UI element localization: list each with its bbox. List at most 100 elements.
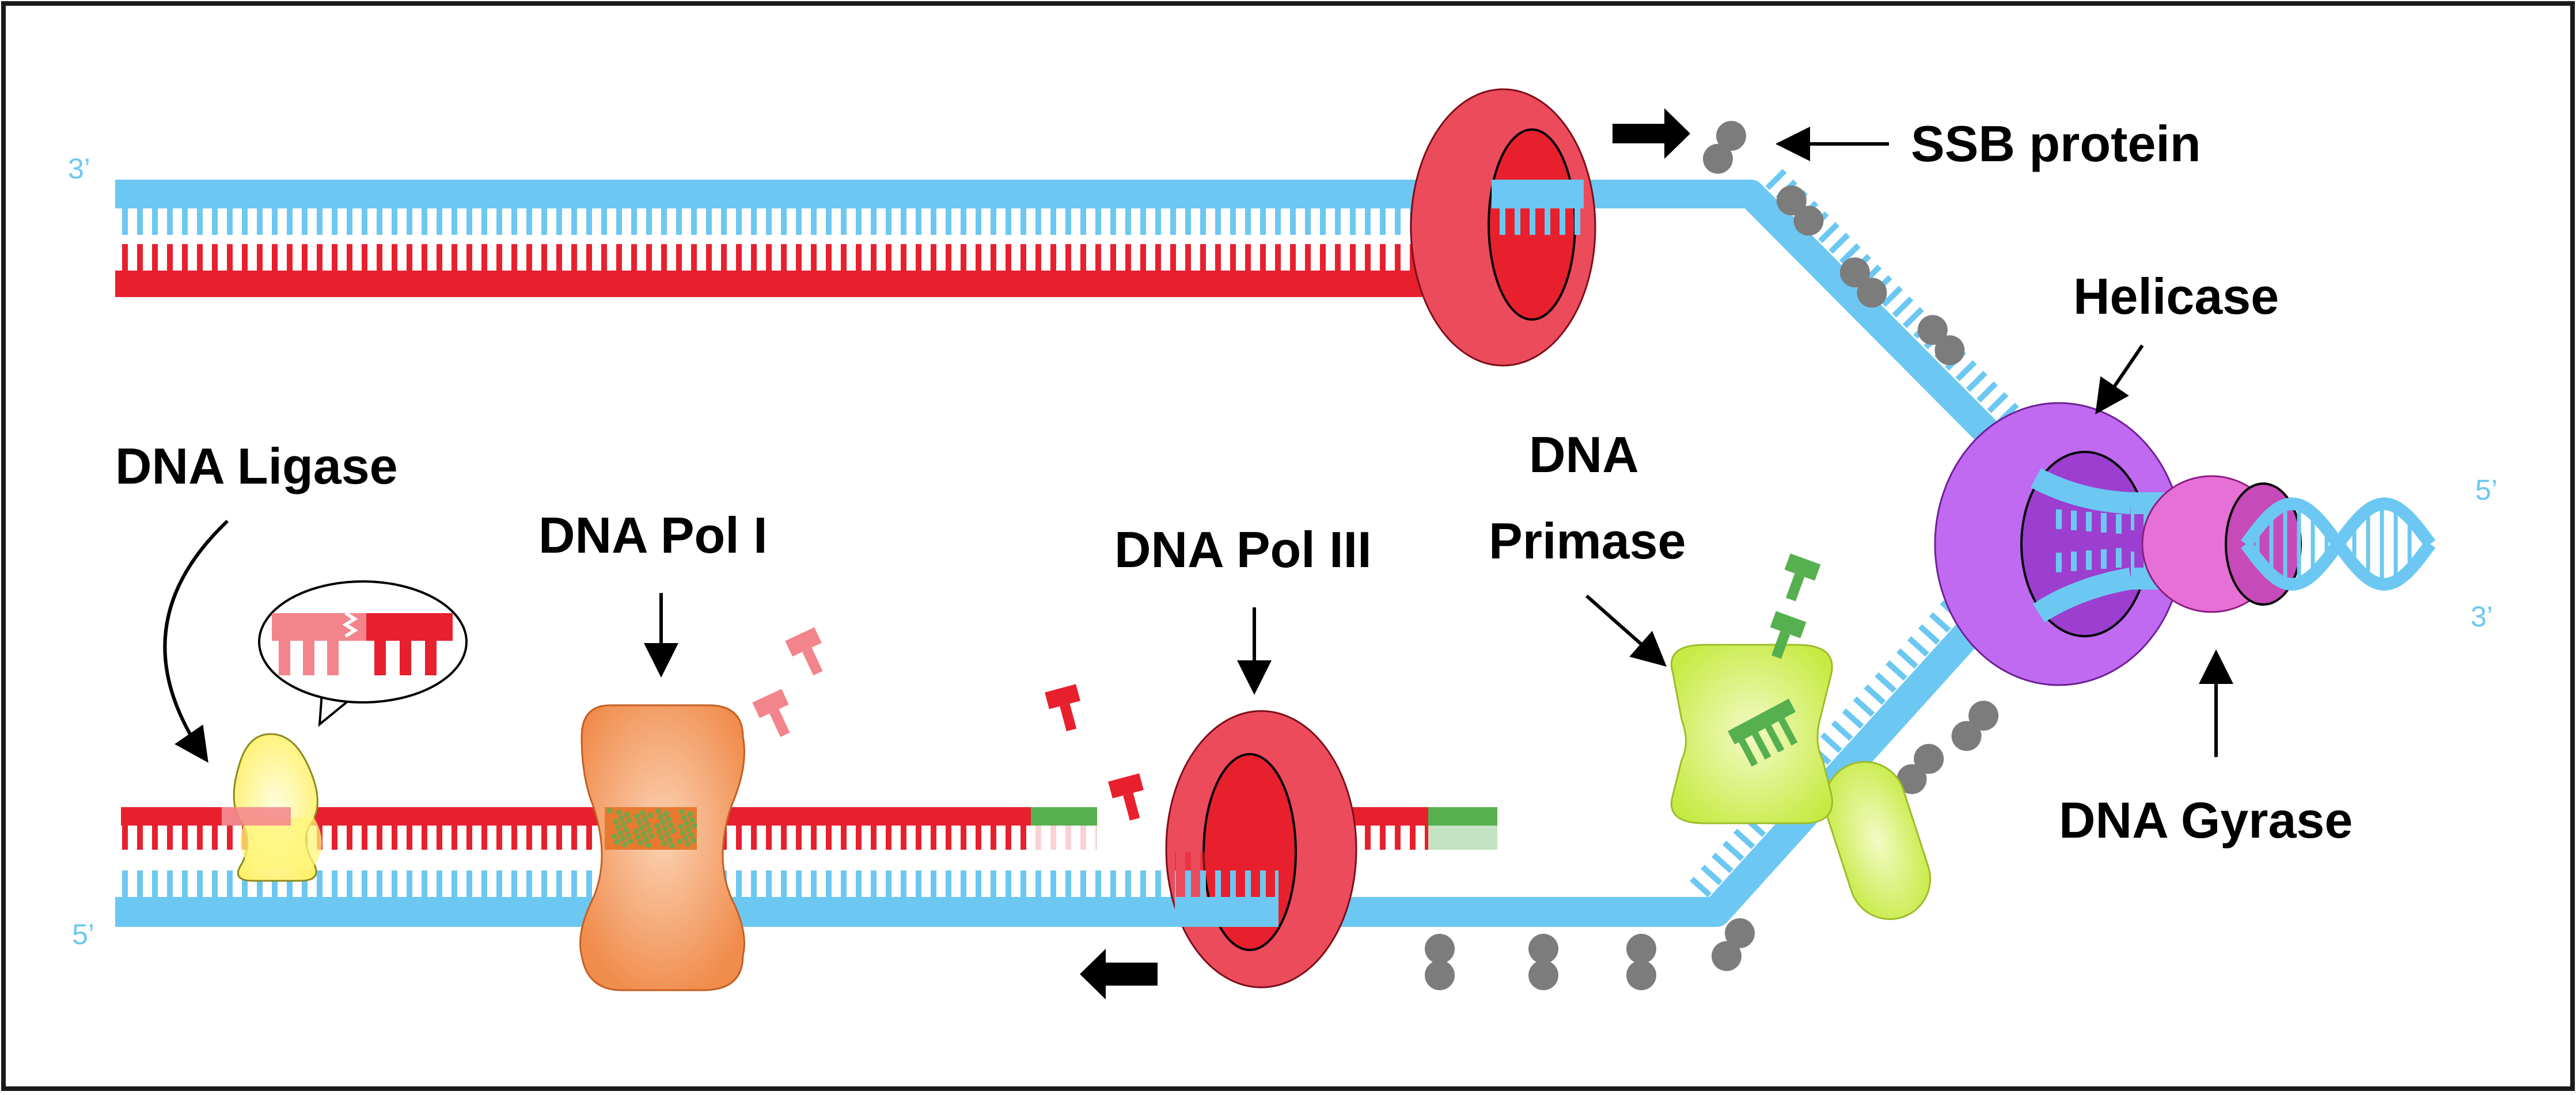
helicase-rung xyxy=(2086,512,2092,531)
nucleotide-icon xyxy=(752,689,790,737)
helicase-strand-upper xyxy=(2031,468,2131,514)
bottom-arm-rung xyxy=(1701,865,1723,885)
pol1-dot xyxy=(658,814,663,820)
rna-primer-2 xyxy=(1428,807,1497,826)
pol1-dot xyxy=(644,822,650,827)
ligase-pointer xyxy=(163,519,229,763)
pol1-nucleotide-dots xyxy=(606,808,697,849)
rna-primer-1-rungs xyxy=(1031,826,1097,850)
free-nucleotides xyxy=(752,553,1821,821)
pol1-dot xyxy=(668,822,674,828)
nucleotide-icon xyxy=(785,627,823,676)
pol1-dot xyxy=(657,829,662,835)
pol1-dot xyxy=(660,820,666,826)
top-arm-rung xyxy=(1881,286,1903,307)
ssb-subunit xyxy=(1793,206,1824,236)
helicase-rung xyxy=(2086,550,2092,570)
pol1-dot xyxy=(688,832,694,838)
top-arm-rung xyxy=(1839,243,1861,265)
dna-pol-3-label: DNA Pol III xyxy=(1114,521,1372,578)
top-arm-rung xyxy=(1902,307,1924,329)
pol1-dot xyxy=(684,820,689,826)
ligase-zoom-bubble xyxy=(258,580,468,727)
pol1-dot xyxy=(679,809,685,815)
pol1-dot xyxy=(634,813,640,819)
pol1-dot xyxy=(686,826,692,832)
ssb-subunit xyxy=(1857,277,1887,308)
nucleotide-stem xyxy=(1123,793,1140,821)
ssb-subunit xyxy=(1951,721,1982,751)
pol1-dot xyxy=(666,816,671,822)
ssb-subunit xyxy=(1725,918,1755,948)
dna-pol-1-enzyme xyxy=(579,704,745,991)
pol1-dot xyxy=(682,835,688,841)
pol1-dot xyxy=(616,809,622,815)
top-left-end-label: 3’ xyxy=(68,153,90,185)
pol1-dot xyxy=(692,823,697,828)
ssb-subunit xyxy=(1528,960,1558,990)
ssb-subunit xyxy=(1776,185,1807,216)
primase-enzyme xyxy=(1670,644,1932,921)
pol1-dot xyxy=(649,833,655,839)
ssb-protein-icon xyxy=(1712,918,1755,971)
pol1-dot xyxy=(613,819,619,824)
pol1-dot xyxy=(619,815,624,821)
bottom-arm-rung xyxy=(1820,732,1842,753)
bottom-left-end-label: 5’ xyxy=(72,918,94,950)
pol1-dot xyxy=(615,824,621,830)
nucleotide-stem xyxy=(1060,704,1077,732)
helicase-rung xyxy=(2101,513,2107,533)
bottom-arm-rung xyxy=(1885,660,1908,681)
pol1-dot xyxy=(606,808,612,813)
helix-strand-b xyxy=(2241,497,2435,591)
bottom-arm-rung xyxy=(1722,841,1744,861)
nucleotide-stem xyxy=(1771,631,1790,659)
ssb-protein-icon xyxy=(1626,934,1656,990)
pol1-dot xyxy=(641,831,647,837)
top-arm-rung xyxy=(1955,360,1977,382)
double-helix-icon xyxy=(2241,497,2435,591)
helicase-rung xyxy=(2071,552,2077,571)
pol1-dot xyxy=(627,818,632,823)
helicase-rung xyxy=(2071,511,2077,530)
nucleotide-base xyxy=(1784,553,1821,581)
pol1-dot xyxy=(647,827,652,833)
helicase-rung xyxy=(2056,510,2062,529)
pol1-dot xyxy=(670,828,676,834)
top-arm-rung xyxy=(1987,391,2009,413)
top-clamp-strand-through xyxy=(1492,180,1584,208)
arrow-left-icon xyxy=(1080,949,1158,999)
pol1-dot xyxy=(636,819,642,825)
arrow-right-icon xyxy=(1613,108,1690,159)
dna-ligase-label: DNA Ligase xyxy=(115,438,398,495)
nucleotide-base xyxy=(785,627,822,657)
helicase-rung xyxy=(2116,548,2122,568)
bottom-arm-backbone xyxy=(1670,577,2021,927)
bottom-arm-rung xyxy=(1864,684,1886,705)
gyrase-complex xyxy=(2141,475,2302,613)
pol1-dot xyxy=(678,824,684,830)
dna-ligase-enzyme xyxy=(230,580,468,882)
top-arm-rung xyxy=(1892,296,1914,318)
pol1-dot xyxy=(620,836,625,842)
ssb-protein-icon xyxy=(1896,744,1944,794)
nucleotide-icon xyxy=(1108,773,1144,821)
pol1-dot xyxy=(680,830,686,835)
helicase-rung xyxy=(2116,514,2122,534)
dna-primase-label-line1: DNA xyxy=(1529,426,1639,483)
pol1-dot xyxy=(628,838,633,844)
right-bottom-end-label: 3’ xyxy=(2471,600,2493,633)
ssb-subunit xyxy=(1917,315,1948,345)
nucleotide-base xyxy=(1108,773,1144,799)
pol1-dot xyxy=(691,838,696,843)
label-pointers xyxy=(163,127,2233,763)
top-arm-rung xyxy=(1818,222,1840,244)
ssb-protein-icon xyxy=(1917,315,1965,366)
top-arm-rung xyxy=(1765,169,1787,191)
nucleotide-icon xyxy=(1770,611,1807,659)
pol1-dot xyxy=(638,840,643,846)
ssb-protein-icon xyxy=(1703,120,1746,174)
dna-primase-label-line2: Primase xyxy=(1489,512,1686,569)
ssb-subunit xyxy=(1968,701,1999,731)
